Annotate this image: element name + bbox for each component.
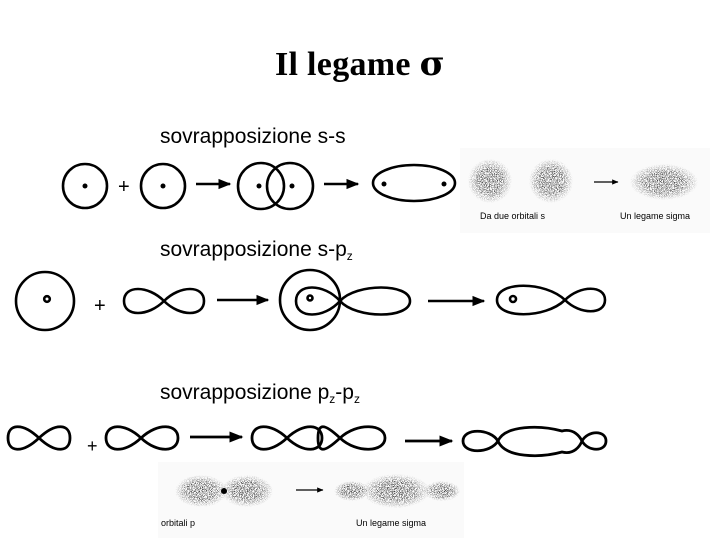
s-orbital	[236, 161, 286, 211]
sigma-bond-orbital	[371, 163, 457, 203]
heading-pz-pz-mid: -p	[335, 381, 354, 404]
density-cloud	[424, 481, 460, 501]
ss-row: +	[61, 161, 457, 211]
heading-pz-pz-sub1: z	[329, 392, 336, 406]
s-orbital	[61, 162, 109, 210]
density-cloud	[334, 481, 370, 501]
density-cloud	[630, 164, 698, 200]
caption-two-s-orbitals: Da due orbitali s	[480, 211, 546, 221]
heading-s-s-text: sovrapposizione s-s	[160, 125, 346, 148]
density-cloud	[468, 159, 512, 203]
s-orbital	[265, 161, 315, 211]
s-orbital	[139, 162, 187, 210]
p-orbital	[316, 425, 387, 451]
nucleus	[256, 183, 262, 189]
caption-p-orbitals: orbitali p	[161, 518, 195, 528]
plus-sign: +	[118, 176, 130, 198]
p-orbital	[250, 425, 324, 451]
nucleus	[221, 488, 227, 494]
heading-s-pz-text: sovrapposizione s-p	[160, 238, 347, 261]
density-cloud	[362, 474, 430, 508]
heading-s-pz-sub: z	[346, 249, 353, 263]
nucleus	[82, 183, 88, 189]
density-cloud	[175, 475, 227, 507]
nucleus	[508, 294, 518, 304]
caption-sigma-bond: Un legame sigma	[620, 211, 690, 221]
nucleus	[42, 294, 52, 304]
density-cloud	[221, 475, 273, 507]
nucleus	[289, 183, 295, 189]
heading-pz-pz-sub2: z	[353, 392, 360, 406]
plus-sign: +	[94, 295, 106, 317]
s-pz-row: +	[14, 268, 607, 332]
sigma-bond-orbital	[495, 284, 607, 316]
p-orbital	[122, 287, 206, 315]
heading-pz-pz: sovrapposizione pz-pz	[160, 381, 360, 406]
pz-pz-row: +	[6, 425, 608, 457]
sigma-symbol: σ	[419, 44, 445, 84]
density-cloud	[529, 159, 573, 203]
nucleus	[306, 294, 314, 302]
caption-sigma-bond: Un legame sigma	[356, 518, 426, 528]
heading-s-s: sovrapposizione s-s	[160, 125, 346, 149]
nucleus	[381, 181, 387, 187]
nucleus	[441, 181, 447, 187]
heading-s-pz: sovrapposizione s-pz	[160, 238, 353, 263]
p-orbital	[104, 425, 180, 451]
s-orbital	[14, 270, 76, 332]
title-text: Il legame	[274, 46, 420, 83]
nucleus	[160, 183, 166, 189]
sigma-bond-orbital	[461, 425, 608, 457]
ss-density-panel: Da due orbitali s Un legame sigma	[460, 148, 710, 233]
p-orbital	[6, 425, 72, 451]
plus-sign: +	[87, 436, 98, 456]
page-title: Il legame σ	[0, 44, 720, 84]
p-orbital	[294, 286, 412, 316]
heading-pz-pz-text: sovrapposizione p	[160, 381, 330, 404]
pp-density-panel: orbitali p Un legame sigma	[158, 462, 464, 538]
